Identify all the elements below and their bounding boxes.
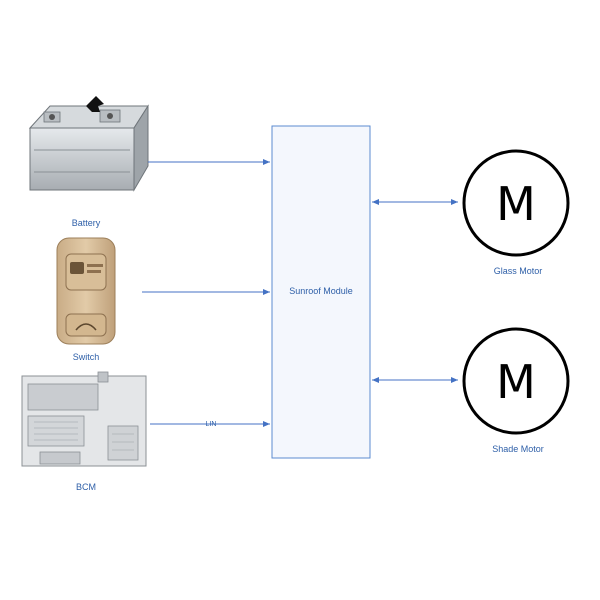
lin-bus-label: LIN — [206, 421, 217, 428]
switch-image — [56, 237, 116, 345]
sunroof-module-label: Sunroof Module — [289, 286, 353, 296]
glass-motor-label: Glass Motor — [494, 266, 543, 276]
shade-motor-icon — [462, 327, 570, 435]
shade-motor-symbol: M — [496, 355, 536, 409]
shade-motor-label: Shade Motor — [492, 444, 544, 454]
sunroof-module-box — [271, 125, 371, 459]
glass-motor-icon — [462, 149, 570, 257]
battery-label: Battery — [72, 218, 101, 228]
bcm-image — [21, 371, 147, 467]
battery-image — [28, 96, 149, 192]
glass-motor-symbol: M — [496, 177, 536, 231]
switch-label: Switch — [73, 352, 100, 362]
bcm-label: BCM — [76, 482, 96, 492]
